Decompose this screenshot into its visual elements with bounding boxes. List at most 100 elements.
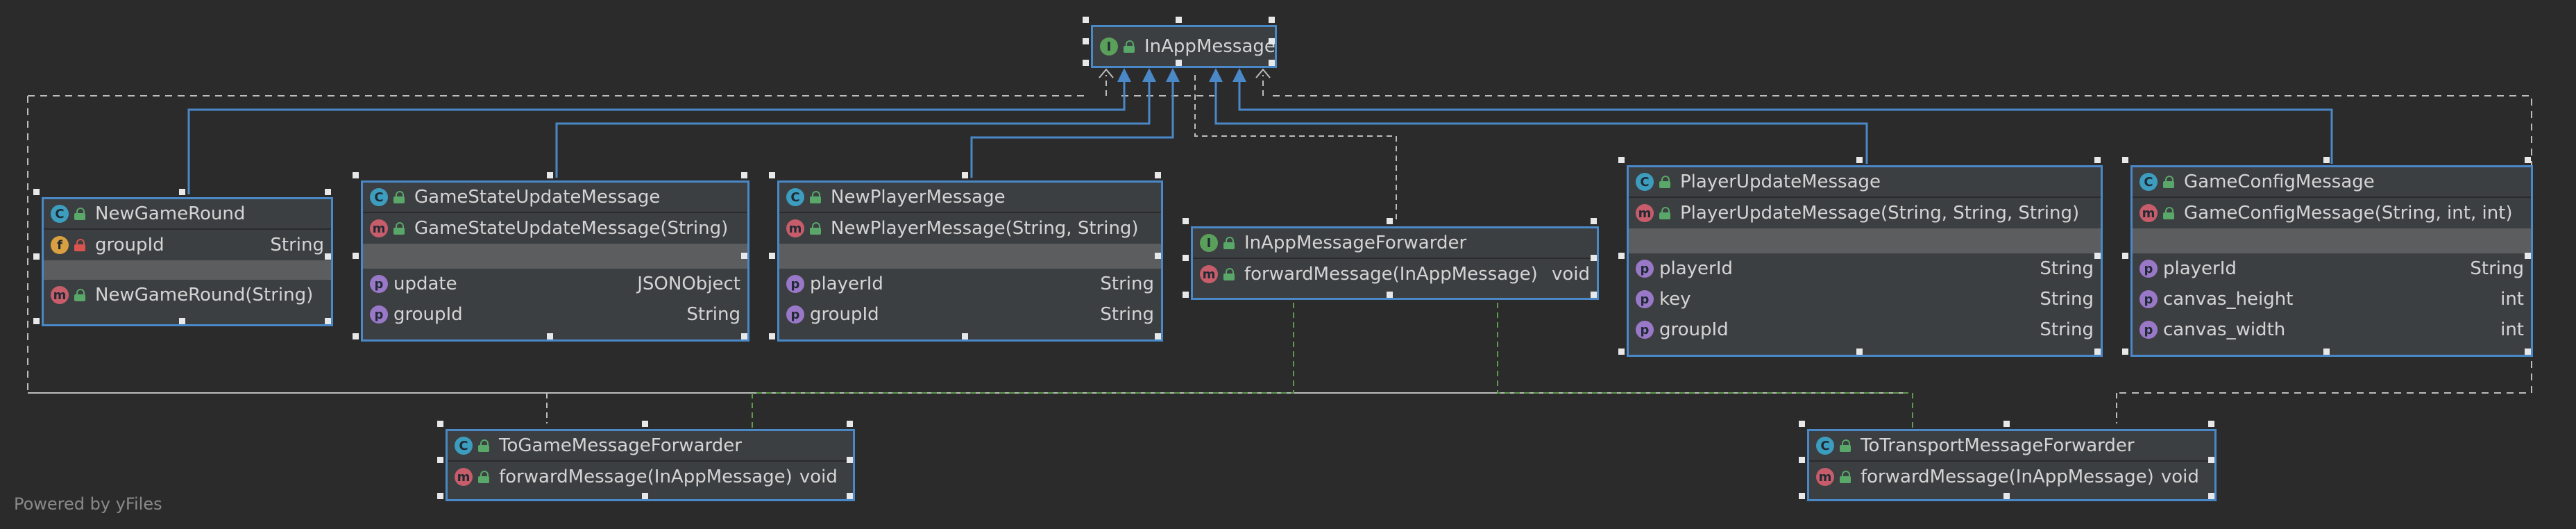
selection-handle[interactable]	[1155, 333, 1161, 339]
selection-handle[interactable]	[1618, 349, 1625, 355]
selection-handle[interactable]	[962, 172, 968, 178]
selection-handle[interactable]	[179, 189, 185, 195]
selection-handle[interactable]	[437, 493, 443, 499]
selection-handle[interactable]	[1387, 218, 1393, 224]
selection-handle[interactable]	[642, 493, 648, 499]
selection-handle[interactable]	[1591, 218, 1597, 224]
node-game-state-update-message[interactable]: C GameStateUpdateMessage m GameStateUpda…	[361, 180, 749, 342]
selection-handle[interactable]	[2122, 349, 2128, 355]
selection-handle[interactable]	[325, 253, 331, 260]
node-player-update-message[interactable]: C PlayerUpdateMessage m PlayerUpdateMess…	[1627, 165, 2103, 357]
selection-handle[interactable]	[1083, 60, 1089, 66]
property-name: update	[393, 274, 457, 294]
property-type: String	[1100, 274, 1154, 294]
selection-handle[interactable]	[642, 421, 648, 427]
selection-handle[interactable]	[179, 318, 185, 324]
selection-handle[interactable]	[437, 421, 443, 427]
selection-handle[interactable]	[1269, 38, 1275, 44]
selection-handle[interactable]	[741, 253, 747, 259]
selection-handle[interactable]	[847, 493, 853, 499]
selection-handle[interactable]	[1856, 157, 1863, 163]
node-to-game-message-forwarder[interactable]: C ToGameMessageForwarder m forwardMessag…	[446, 429, 855, 501]
selection-handle[interactable]	[2323, 349, 2330, 355]
selection-handle[interactable]	[1799, 493, 1805, 499]
selection-handle[interactable]	[2208, 421, 2214, 427]
selection-handle[interactable]	[1183, 218, 1189, 224]
selection-handle[interactable]	[33, 189, 40, 195]
selection-handle[interactable]	[769, 172, 775, 178]
selection-handle[interactable]	[353, 253, 359, 259]
selection-handle[interactable]	[2208, 493, 2214, 499]
selection-handle[interactable]	[1618, 157, 1625, 163]
selection-handle[interactable]	[769, 333, 775, 339]
public-visibility-icon	[1223, 268, 1235, 280]
selection-handle[interactable]	[1183, 255, 1189, 261]
selection-handle[interactable]	[2094, 157, 2101, 163]
class-icon: C	[786, 188, 804, 206]
selection-handle[interactable]	[1591, 292, 1597, 298]
inheritance-arrowhead	[1117, 68, 1131, 82]
selection-handle[interactable]	[1155, 172, 1161, 178]
selection-handle[interactable]	[2122, 253, 2128, 259]
selection-handle[interactable]	[769, 253, 775, 259]
node-to-transport-message-forwarder[interactable]: C ToTransportMessageForwarder m forwardM…	[1807, 429, 2217, 501]
dependency-arrowhead	[1099, 68, 1114, 78]
selection-handle[interactable]	[1155, 253, 1161, 259]
selection-handle[interactable]	[741, 172, 747, 178]
selection-handle[interactable]	[2323, 157, 2330, 163]
selection-handle[interactable]	[437, 457, 443, 463]
selection-handle[interactable]	[1856, 349, 1863, 355]
selection-handle[interactable]	[2525, 253, 2531, 259]
selection-handle[interactable]	[2094, 253, 2101, 259]
selection-handle[interactable]	[1591, 255, 1597, 261]
selection-handle[interactable]	[325, 318, 331, 324]
method-icon: m	[370, 219, 388, 237]
selection-handle[interactable]	[2208, 457, 2214, 463]
selection-handle[interactable]	[2122, 157, 2128, 163]
method-name: GameConfigMessage(String, int, int)	[2184, 203, 2513, 224]
selection-handle[interactable]	[1176, 17, 1182, 23]
node-title: PlayerUpdateMessage	[1680, 171, 1881, 192]
selection-handle[interactable]	[33, 318, 40, 324]
node-in-app-message[interactable]: I InAppMessage	[1091, 25, 1277, 68]
method-icon: m	[455, 468, 473, 486]
selection-handle[interactable]	[1269, 60, 1275, 66]
selection-handle[interactable]	[547, 172, 553, 178]
selection-handle[interactable]	[2525, 157, 2531, 163]
selection-handle[interactable]	[1799, 457, 1805, 463]
selection-handle[interactable]	[1269, 17, 1275, 23]
node-in-app-message-forwarder[interactable]: I InAppMessageForwarder m forwardMessage…	[1191, 226, 1599, 300]
selection-handle[interactable]	[1083, 17, 1089, 23]
field-row: f groupId String	[44, 230, 331, 260]
selection-handle[interactable]	[353, 333, 359, 339]
selection-handle[interactable]	[2003, 493, 2010, 499]
selection-handle[interactable]	[1799, 421, 1805, 427]
node-game-config-message[interactable]: C GameConfigMessage m GameConfigMessage(…	[2130, 165, 2533, 357]
selection-handle[interactable]	[1183, 292, 1189, 298]
property-icon: p	[786, 305, 804, 324]
selection-handle[interactable]	[741, 333, 747, 339]
selection-handle[interactable]	[353, 172, 359, 178]
selection-handle[interactable]	[2094, 349, 2101, 355]
node-new-player-message[interactable]: C NewPlayerMessage m NewPlayerMessage(St…	[777, 180, 1163, 342]
selection-handle[interactable]	[325, 189, 331, 195]
selection-handle[interactable]	[847, 421, 853, 427]
selection-handle[interactable]	[1387, 292, 1393, 298]
method-name: forwardMessage(InAppMessage)	[1861, 467, 2154, 487]
selection-handle[interactable]	[2003, 421, 2010, 427]
method-row: m NewGameRound(String)	[44, 280, 331, 310]
node-new-game-round[interactable]: C NewGameRound f groupId String m NewGam…	[42, 197, 333, 326]
selection-handle[interactable]	[1083, 38, 1089, 44]
method-icon: m	[1636, 204, 1654, 222]
selection-handle[interactable]	[962, 333, 968, 339]
group-boundary	[28, 95, 2532, 394]
property-name: canvas_width	[2163, 319, 2286, 340]
selection-handle[interactable]	[33, 253, 40, 260]
selection-handle[interactable]	[1176, 60, 1182, 66]
selection-handle[interactable]	[2525, 349, 2531, 355]
property-name: groupId	[810, 304, 879, 325]
selection-handle[interactable]	[547, 333, 553, 339]
selection-handle[interactable]	[847, 457, 853, 463]
class-icon: C	[1816, 437, 1834, 455]
selection-handle[interactable]	[1618, 253, 1625, 259]
